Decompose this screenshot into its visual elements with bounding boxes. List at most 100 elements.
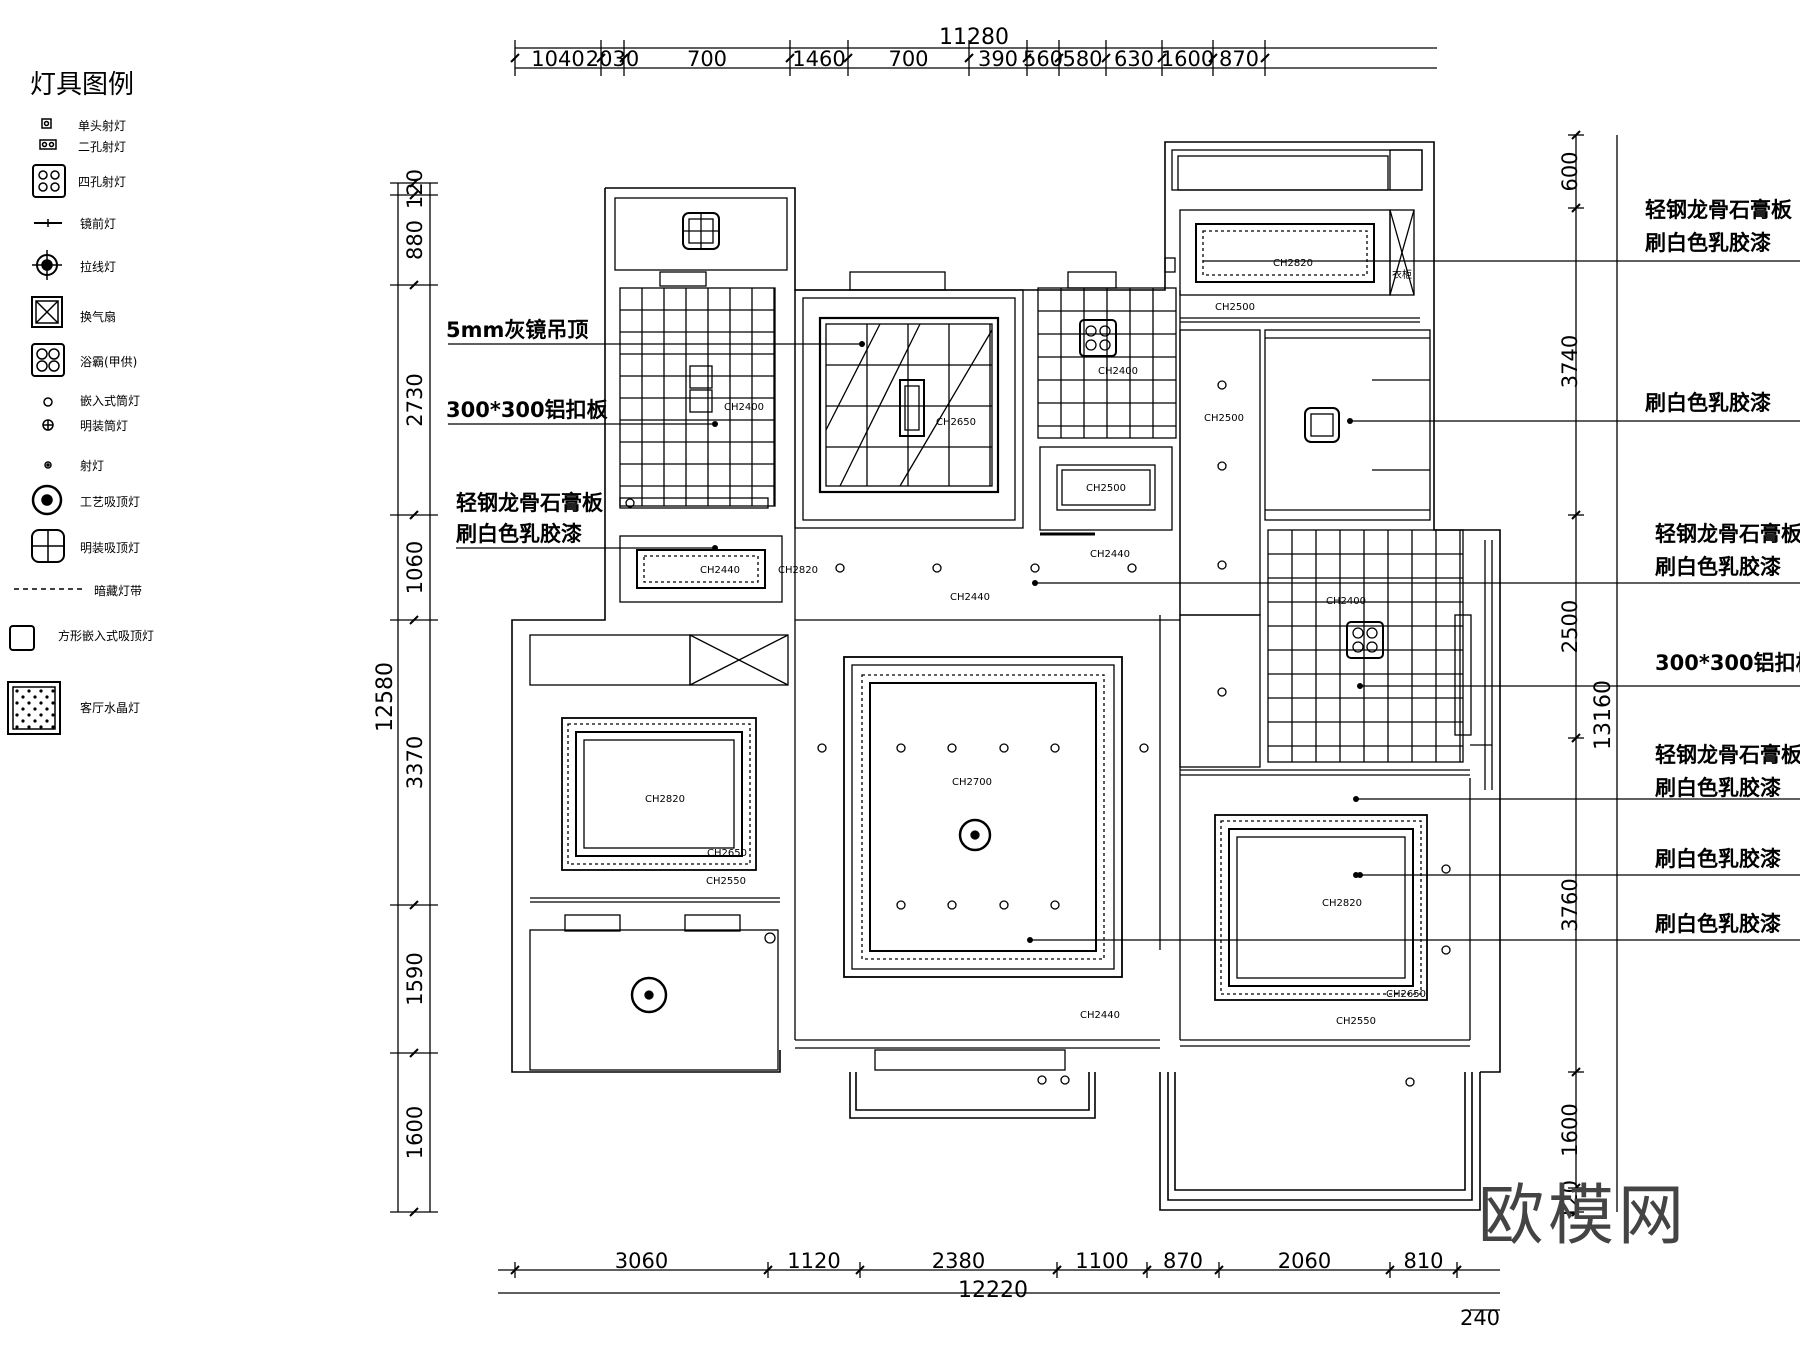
ceiling-height-label: CH2400 bbox=[1326, 596, 1366, 607]
bath-heater-icon bbox=[31, 343, 65, 377]
crystal-dot bbox=[15, 701, 19, 705]
ceiling-height-label: CH2650 bbox=[707, 848, 747, 859]
callout-right: 刷白色乳胶漆 bbox=[1655, 912, 1781, 936]
ceiling-height-label: CH2820 bbox=[1322, 898, 1362, 909]
ceiling-height-label: CH2500 bbox=[1215, 302, 1255, 313]
dimension-label: 1590 bbox=[403, 952, 427, 1005]
recessed-downlight-icon bbox=[817, 743, 827, 753]
partition-walls bbox=[794, 290, 1181, 1040]
recessed-downlight-icon bbox=[1050, 743, 1060, 753]
recessed-downlight-icon bbox=[1050, 900, 1060, 910]
dimension-label: 3060 bbox=[615, 1249, 668, 1273]
leader-dots bbox=[712, 341, 1363, 943]
bathroom-left bbox=[619, 287, 776, 509]
left-dimension-lines bbox=[390, 178, 438, 1217]
legend-label: 明装吸顶灯 bbox=[80, 541, 141, 555]
dimension-label: 1060 bbox=[403, 541, 427, 594]
bedroom-left-bottom bbox=[529, 929, 779, 1071]
recessed-downlight-icon bbox=[625, 498, 635, 508]
legend-label: 二孔射灯 bbox=[78, 140, 127, 154]
crystal-dot bbox=[51, 689, 55, 693]
dimension-label: 1600 bbox=[1161, 47, 1214, 71]
pull-wire-light-icon bbox=[32, 250, 62, 280]
crystal-dot bbox=[45, 719, 49, 723]
ceiling-height-label: CH2550 bbox=[706, 876, 746, 887]
dimension-label: 120 bbox=[1558, 1180, 1582, 1220]
crystal-dot bbox=[45, 695, 49, 699]
recessed-downlight-icon bbox=[1405, 1077, 1415, 1087]
ceiling-height-label: CH2550 bbox=[1336, 1016, 1376, 1027]
callout-white-paint: 刷白色乳胶漆 bbox=[456, 522, 582, 546]
crystal-dot bbox=[39, 725, 43, 729]
ceiling-height-label: CH2820 bbox=[645, 794, 685, 805]
dimension-label: 2730 bbox=[403, 373, 427, 426]
recessed-downlight-icon bbox=[625, 380, 1415, 1087]
crystal-dot bbox=[21, 707, 25, 711]
legend-label: 浴霸(甲供) bbox=[80, 355, 138, 369]
recessed-downlight-icon bbox=[999, 743, 1009, 753]
crystal-dot bbox=[27, 725, 31, 729]
recessed-downlight-icon bbox=[1037, 1075, 1047, 1085]
dimension-label: 700 bbox=[687, 47, 727, 71]
master-bath-top bbox=[1171, 149, 1423, 323]
dimension-label: 870 bbox=[1219, 47, 1259, 71]
recessed-downlight-icon bbox=[1060, 1075, 1070, 1085]
legend-label: 客厅水晶灯 bbox=[80, 701, 141, 715]
legend-label: 单头射灯 bbox=[78, 119, 127, 133]
legend-label: 明装筒灯 bbox=[80, 419, 129, 433]
dimension-label: 560 bbox=[1023, 47, 1063, 71]
crystal-dot bbox=[21, 695, 25, 699]
ceiling-height-label: CH2820 bbox=[1273, 258, 1313, 269]
crystal-dot bbox=[15, 725, 19, 729]
recessed-downlight-icon bbox=[1030, 563, 1040, 573]
legend-label: 方形嵌入式吸顶灯 bbox=[58, 629, 155, 643]
closet bbox=[1179, 329, 1431, 768]
recessed-downlight-icon bbox=[1127, 563, 1137, 573]
recessed-downlight-icon bbox=[932, 563, 942, 573]
living-room-crystal-light-icon bbox=[7, 681, 61, 735]
callout-right: 轻钢龙骨石膏板 bbox=[1655, 743, 1800, 767]
dimension-label: 390 bbox=[978, 47, 1018, 71]
bedroom-left bbox=[529, 634, 789, 932]
hall-box bbox=[619, 535, 783, 603]
spotlight-icon bbox=[44, 461, 52, 469]
dimension-label: 2500 bbox=[1558, 600, 1582, 653]
ceiling-height-label: CH2400 bbox=[724, 402, 764, 413]
top-dimension-lines bbox=[510, 40, 1437, 76]
recessed-downlight-icon bbox=[999, 900, 1009, 910]
ceiling-height-label: CH2400 bbox=[1098, 366, 1138, 377]
watermark: 欧模网 bbox=[1478, 1177, 1688, 1254]
crystal-dot bbox=[33, 719, 37, 723]
double-spotlight-icon bbox=[39, 139, 57, 150]
crystal-dot bbox=[39, 701, 43, 705]
single-spotlight-icon bbox=[41, 118, 52, 129]
dimension-label: 1600 bbox=[1558, 1103, 1582, 1156]
callout-right: 刷白色乳胶漆 bbox=[1645, 391, 1771, 415]
dimension-label: 120 bbox=[403, 169, 427, 209]
legend-label: 拉线灯 bbox=[80, 260, 117, 274]
surface-ceiling-light-icon bbox=[31, 529, 65, 563]
dimension-label: 2030 bbox=[586, 47, 639, 71]
legend-label: 射灯 bbox=[80, 459, 105, 473]
recessed-downlight-icon bbox=[43, 397, 53, 407]
dimension-label: 3740 bbox=[1558, 335, 1582, 388]
recessed-downlight-icon bbox=[896, 743, 906, 753]
crystal-dot bbox=[15, 713, 19, 717]
callout-mirror-ceiling: 5mm灰镜吊顶 bbox=[446, 318, 588, 342]
surface-downlight-icon bbox=[42, 419, 54, 431]
callout-right: 刷白色乳胶漆 bbox=[1645, 231, 1771, 255]
bottom-dimension-lines bbox=[498, 1262, 1500, 1311]
ceiling-height-label: CH2440 bbox=[950, 592, 990, 603]
callout-right: 轻钢龙骨石膏板 bbox=[1645, 198, 1793, 222]
legend-label: 换气扇 bbox=[80, 310, 117, 324]
callout-aluminum-panel: 300*300铝扣板 bbox=[446, 398, 609, 422]
crystal-dot bbox=[27, 701, 31, 705]
bathroom-mid bbox=[1037, 257, 1177, 439]
dimension-label: 1100 bbox=[1075, 1249, 1128, 1273]
top-left-balcony bbox=[614, 197, 788, 287]
callout-right: 300*300铝扣板 bbox=[1655, 651, 1800, 675]
crystal-dot bbox=[39, 689, 43, 693]
legend-label: 嵌入式筒灯 bbox=[80, 394, 141, 408]
legend-label: 暗藏灯带 bbox=[94, 584, 143, 598]
ceiling-height-label: CH2440 bbox=[700, 565, 740, 576]
